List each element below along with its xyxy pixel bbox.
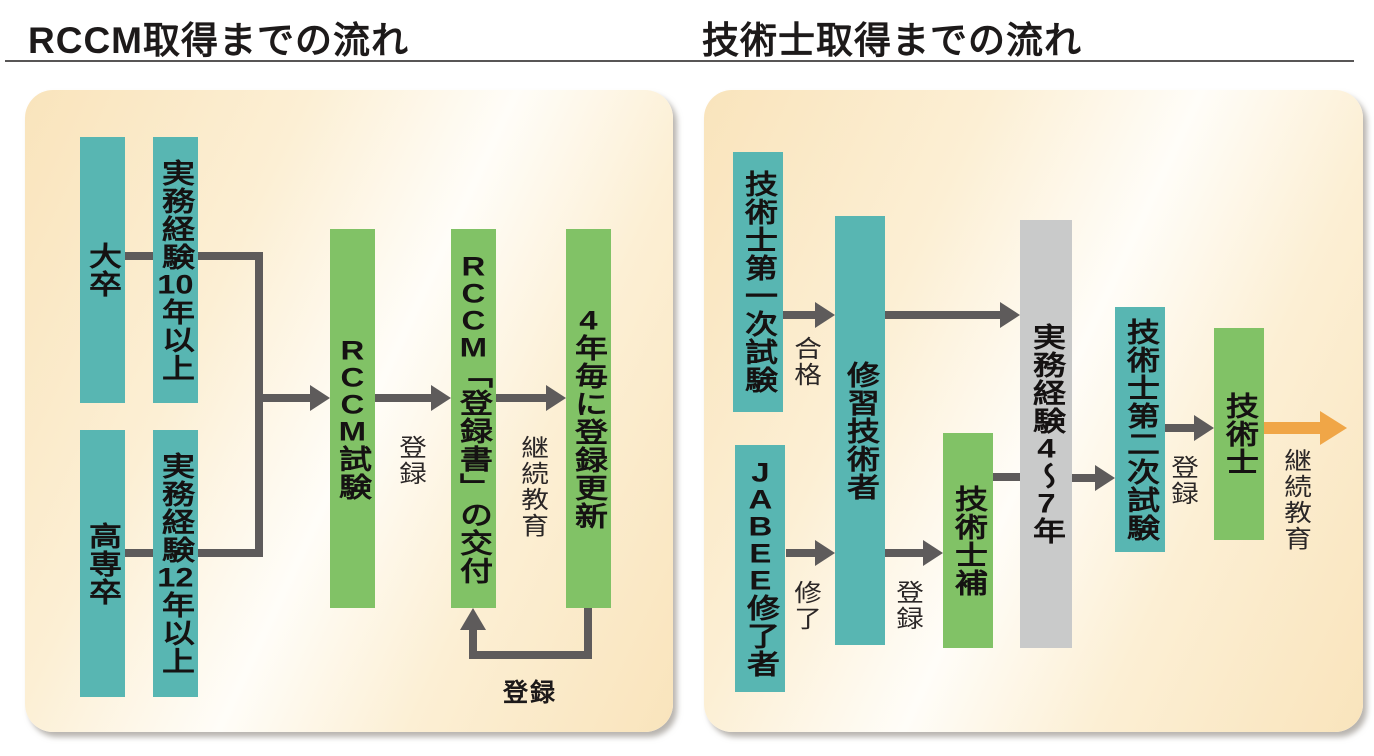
renewal-loop-line: [469, 608, 592, 659]
title-underline: [5, 60, 1354, 62]
arrowhead-loop-up: [460, 608, 486, 630]
arrowhead-experience-to-secondexam: [1095, 465, 1115, 491]
box-first-exam: 技術士第一次試験: [733, 152, 783, 412]
box-second-exam-label: 技術士第二次試験: [1121, 317, 1159, 542]
right-flow-title: 技術士取得までの流れ: [702, 20, 1082, 61]
arrowhead-firstexam-to-trainee: [815, 302, 835, 328]
label-pass: 合格: [789, 336, 821, 388]
orange-arrowhead-continuing: [1320, 411, 1347, 445]
label-registration-mid: 登録: [891, 580, 923, 632]
label-registration-loop: 登録: [503, 679, 558, 707]
box-trainee: 修習技術者: [835, 216, 885, 645]
label-completion: 修了: [789, 580, 821, 632]
box-experience-10y: 実務経験10年以上: [153, 137, 198, 403]
arrowhead-exam-to-certificate: [431, 385, 451, 411]
arrowhead-trainee-to-assistant: [923, 540, 943, 566]
box-experience-4-7y: 実務経験4〜7年: [1020, 220, 1072, 648]
box-first-exam-label: 技術士第一次試験: [739, 170, 777, 394]
box-second-exam: 技術士第二次試験: [1115, 307, 1165, 552]
label-continuing-education: 継続教育: [1279, 448, 1311, 552]
gijutsushi-flow-connectors: [783, 302, 1347, 566]
box-rccm-exam: RCCM試験: [330, 229, 375, 608]
box-daigaku-label: 大卒: [84, 242, 122, 298]
box-experience-12y: 実務経験12年以上: [153, 430, 198, 697]
left-flow-title: RCCM取得までの流れ: [28, 20, 409, 61]
box-engineer: 技術士: [1214, 328, 1264, 540]
box-daigaku: 大卒: [80, 137, 125, 403]
arrowhead-to-exam: [310, 385, 330, 411]
box-experience-10y-label: 実務経験10年以上: [157, 158, 195, 382]
label-registration-right: 登録: [1166, 455, 1198, 507]
box-kosen-label: 高専卒: [84, 521, 122, 606]
box-rccm-certificate: RCCM「登録書」の交付: [451, 229, 496, 608]
box-rccm-certificate-label: RCCM「登録書」の交付: [455, 252, 493, 585]
box-engineer-label: 技術士: [1220, 392, 1258, 476]
box-experience-12y-label: 実務経験12年以上: [157, 452, 195, 675]
arrowhead-secondexam-to-engineer: [1194, 415, 1214, 441]
label-registration-mid: 登録: [394, 435, 426, 487]
arrowhead-jabee-to-trainee: [815, 540, 835, 566]
box-experience-4-7y-label: 実務経験4〜7年: [1027, 323, 1065, 545]
box-jabee: JABEE修了者: [735, 445, 785, 692]
gijutsushi-flow-panel: 技術士第一次試験 JABEE修了者 修習技術者 技術士補 実務経験4〜7年 技術…: [704, 90, 1363, 732]
box-jabee-label: JABEE修了者: [741, 459, 779, 678]
arrowhead-certificate-to-renewal: [546, 385, 566, 411]
box-rccm-exam-label: RCCM試験: [334, 336, 372, 501]
box-trainee-label: 修習技術者: [841, 360, 879, 501]
arrowhead-trainee-to-experience: [1000, 302, 1020, 328]
label-continuing-education: 継続教育: [516, 435, 548, 539]
box-renewal-4y: 4年毎に登録更新: [566, 229, 611, 608]
box-kosen: 高専卒: [80, 430, 125, 697]
box-renewal-4y-label: 4年毎に登録更新: [570, 307, 608, 530]
rccm-flow-panel: 大卒 実務経験10年以上 高専卒 実務経験12年以上 RCCM試験 RCCM「登…: [25, 90, 673, 732]
box-assistant-engineer-label: 技術士補: [949, 484, 987, 597]
box-assistant-engineer: 技術士補: [943, 433, 993, 648]
